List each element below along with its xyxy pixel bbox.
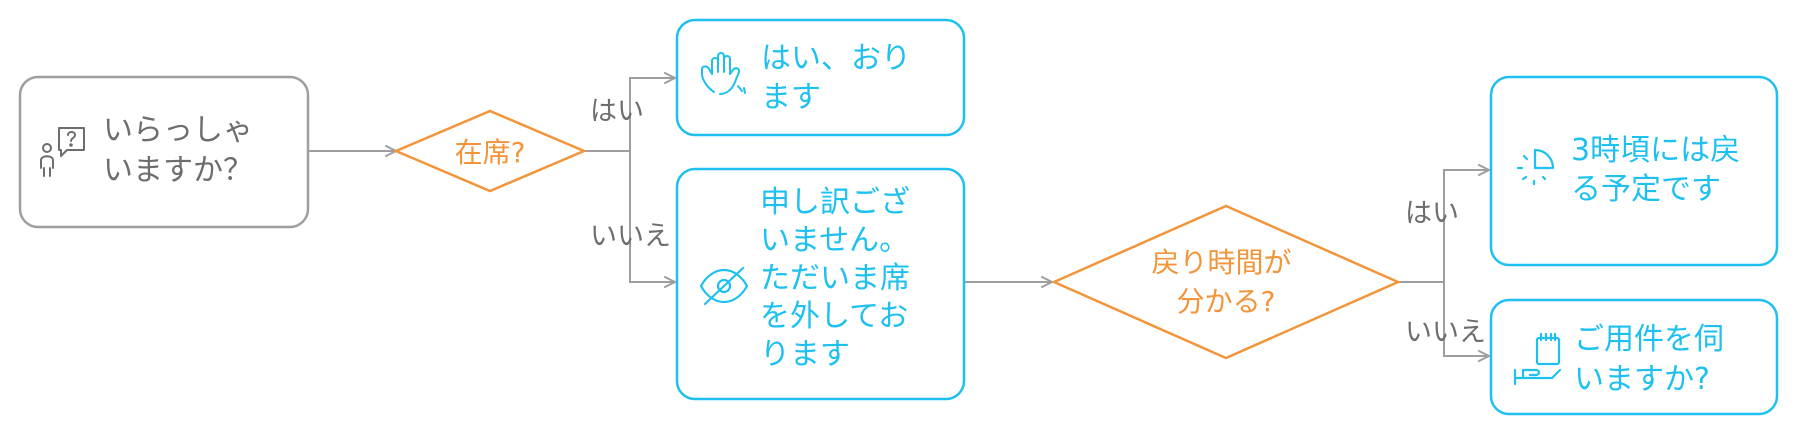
dashed-clock-icon (1516, 148, 1555, 186)
outcome-absent-text-line: ただいま席 (760, 261, 910, 296)
outcome-present: はい、おり ます (675, 18, 966, 137)
outcome-absent-box (675, 167, 966, 401)
connectors (308, 72, 1490, 362)
person-question-icon (40, 127, 85, 177)
outcome-absent-text-line: いません。 (760, 223, 909, 258)
outcome-return-known-box (1489, 75, 1779, 267)
outcome-return-unknown: ご用件を伺 いますか? (1489, 298, 1779, 416)
outcome-present-text-line: ます (761, 80, 821, 115)
outcome-present-text-line: はい、おり (761, 41, 911, 76)
decision-return-text-line: 戻り時間が (1152, 246, 1292, 279)
outcome-return-known: 3時頃には戻 る予定です (1489, 75, 1779, 267)
eye-off-icon (699, 266, 749, 306)
outcome-absent: 申し訳ござ いません。 ただいま席 を外してお ります (675, 167, 966, 401)
outcome-absent-text: 申し訳ござ いません。 ただいま席 を外してお ります (760, 185, 920, 372)
decision-present: 在席? (392, 109, 588, 193)
outcome-present-box (675, 18, 966, 137)
present-no-label: いいえ (590, 221, 671, 252)
notepad-hand-icon (1513, 332, 1562, 386)
decision-return: 戻り時間が 分かる? (1050, 204, 1402, 360)
waving-hand-icon (701, 52, 746, 95)
outcome-return-unknown-text: ご用件を伺 いますか? (1574, 322, 1734, 397)
outcome-present-text: はい、おり ます (761, 41, 921, 115)
outcome-return-known-text: 3時頃には戻 る予定です (1571, 133, 1750, 207)
return-no-label: いいえ (1405, 317, 1486, 348)
present-to-yes-connector (584, 72, 676, 152)
present-yes-label: はい (590, 96, 644, 127)
present-to-no-connector (629, 151, 676, 288)
return-yes-label: はい (1405, 198, 1459, 229)
start-node: いらっしゃ いますか？ (18, 75, 310, 229)
start-text: いらっしゃ いますか？ (103, 113, 263, 188)
outcome-return-unknown-text-line: いますか? (1574, 362, 1710, 397)
outcome-absent-text-line: 申し訳ござ (760, 185, 910, 220)
decision-present-text: 在席? (455, 136, 526, 169)
start-text-line: いますか？ (103, 153, 253, 188)
outcome-return-known-text-line: る予定です (1571, 172, 1721, 207)
return-to-yes-connector (1396, 164, 1490, 283)
return-to-no-connector (1443, 282, 1490, 362)
outcome-return-known-text-line: 3時頃には戻 (1571, 133, 1740, 168)
decision-return-text: 戻り時間が 分かる? (1152, 246, 1301, 318)
outcome-absent-text-line: を外してお (760, 299, 908, 334)
start-text-line: いらっしゃ (103, 113, 253, 148)
decision-return-diamond (1050, 204, 1402, 360)
decision-return-text-line: 分かる? (1177, 285, 1276, 318)
decision-present-diamond (392, 109, 588, 193)
outcome-return-unknown-text-line: ご用件を伺 (1574, 322, 1724, 357)
start-node-box (18, 75, 310, 229)
outcome-absent-text-line: ります (760, 337, 850, 372)
outcome-return-unknown-box (1489, 298, 1779, 416)
